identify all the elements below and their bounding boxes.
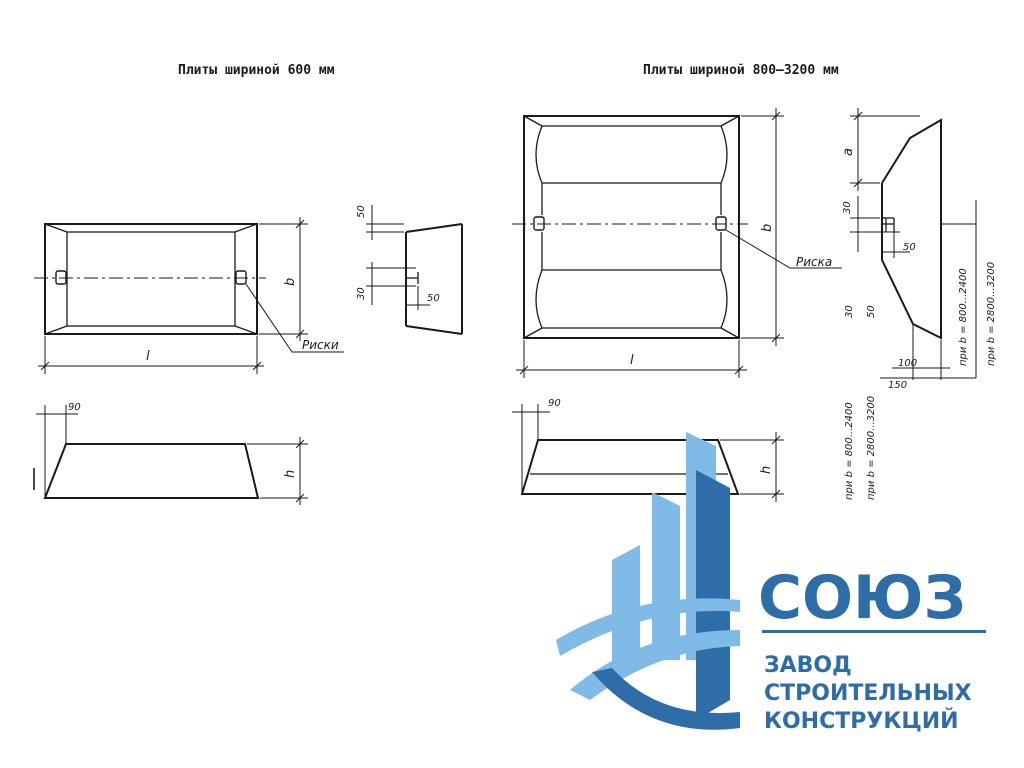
- note-b1-right: при b = 800...2400: [958, 268, 969, 366]
- label-b-left: b: [283, 278, 298, 286]
- plan-600-outline: [44, 223, 258, 335]
- dim-30-c: 30: [844, 305, 855, 318]
- dim-b-left: [259, 217, 308, 341]
- plan-600-inner: [66, 231, 236, 327]
- dim-50-b: 50: [427, 293, 440, 304]
- logo-line3: КОНСТРУКЦИЙ: [764, 708, 959, 734]
- note-b1-lower: при b = 800...2400: [844, 402, 855, 500]
- leader-riski: [245, 283, 344, 353]
- label-riska: Риска: [796, 255, 832, 269]
- dim-150: 150: [888, 380, 907, 391]
- plan-view-3200: [523, 115, 740, 339]
- logo-line1: ЗАВОД: [764, 653, 852, 678]
- title-left: Плиты шириной 600 мм: [178, 63, 335, 78]
- label-a: a: [841, 148, 856, 156]
- dims-side-600: [33, 405, 308, 505]
- note-b2-lower: при b = 2800...3200: [866, 396, 877, 500]
- dim-50-c: 50: [903, 242, 916, 253]
- mark-left-1: [55, 270, 67, 285]
- dim-90-right: 90: [548, 398, 561, 409]
- dim-90-left: 90: [68, 402, 81, 413]
- label-l-left: l: [146, 349, 150, 364]
- note-b2-right: при b = 2800...3200: [986, 262, 997, 366]
- dim-l-right: [516, 340, 747, 378]
- logo-emblem: [556, 432, 740, 730]
- section-600: [405, 223, 463, 335]
- section-3200: [881, 118, 942, 340]
- dims-section-3200: [850, 108, 977, 380]
- label-h-right: h: [759, 466, 774, 474]
- side-view-600: [43, 443, 260, 499]
- dim-30-b: 30: [842, 201, 853, 214]
- dim-l-left: [38, 336, 264, 374]
- dim-100: 100: [898, 358, 917, 369]
- label-h-left: h: [283, 470, 298, 478]
- plan-view-600: [44, 223, 258, 335]
- leader-riska: [725, 229, 842, 269]
- dim-50-d: 50: [866, 305, 877, 318]
- label-riski: Риски: [302, 338, 339, 352]
- dims-side-3200: [512, 404, 784, 502]
- mark-right-1: [533, 216, 545, 231]
- logo-underline: [762, 630, 986, 633]
- mark-right-2: [715, 216, 727, 231]
- logo-line2: СТРОИТЕЛЬНЫХ: [764, 681, 972, 706]
- label-l-right: l: [630, 353, 634, 368]
- dim-b-right: [741, 108, 784, 346]
- logo-name: СОЮЗ: [758, 563, 966, 633]
- title-right: Плиты шириной 800—3200 мм: [643, 63, 839, 78]
- dims-section-600: [366, 205, 430, 310]
- plan-3200-outline: [523, 115, 740, 339]
- mark-left-2: [235, 270, 247, 285]
- dim-30-a: 30: [356, 287, 367, 300]
- label-b-right: b: [760, 224, 775, 232]
- dim-50-a: 50: [356, 205, 367, 218]
